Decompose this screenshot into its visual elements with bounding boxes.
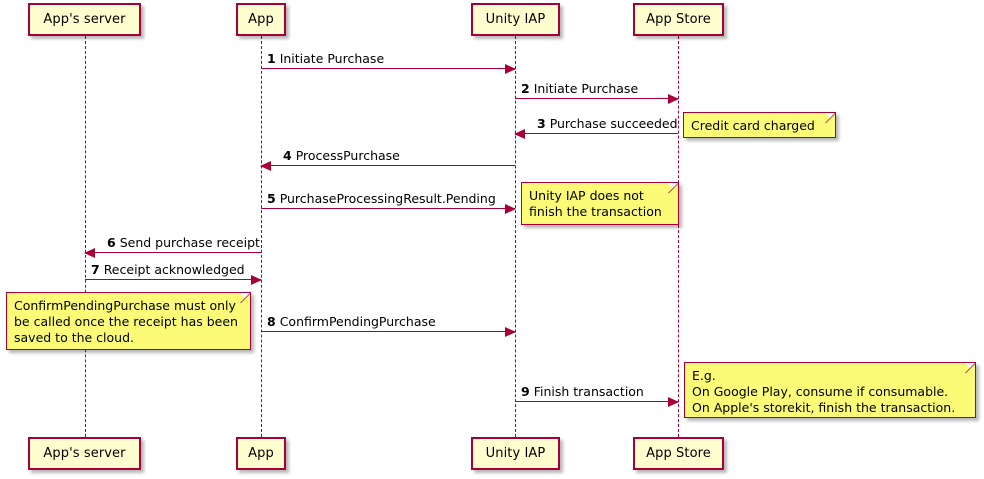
message-label: 6 Send purchase receipt [107, 234, 260, 250]
message-label: 5 PurchaseProcessingResult.Pending [267, 190, 496, 206]
message-text: Initiate Purchase [279, 50, 385, 66]
message-text: PurchaseProcessingResult.Pending [279, 190, 496, 206]
message-3-appstore-to-unityiap: 3 Purchase succeeded [514, 117, 678, 139]
message-number: 8 [267, 313, 276, 329]
message-text: Initiate Purchase [533, 80, 639, 96]
arrow-head-icon [251, 275, 262, 285]
note-text: ConfirmPendingPurchase must only be call… [14, 298, 238, 345]
participant-bottom-server[interactable]: App's server [28, 437, 141, 470]
note-fold-corner-icon [965, 363, 975, 373]
arrow-head-icon [668, 397, 679, 407]
participant-bottom-appstore[interactable]: App Store [633, 437, 724, 470]
message-label: 8 ConfirmPendingPurchase [267, 313, 436, 329]
message-text: Finish transaction [533, 383, 644, 399]
message-label: 7 Receipt acknowledged [91, 261, 245, 277]
message-label: 1 Initiate Purchase [267, 50, 385, 66]
note-fold-corner-icon [825, 113, 835, 123]
participant-top-appstore[interactable]: App Store [633, 3, 724, 36]
message-7-server-to-app: 7 Receipt acknowledged [85, 263, 262, 285]
message-number: 1 [267, 50, 276, 66]
arrow-head-icon [505, 327, 516, 337]
message-number: 2 [521, 80, 530, 96]
message-number: 4 [283, 147, 292, 163]
message-number: 3 [537, 115, 546, 131]
participant-top-unityiap[interactable]: Unity IAP [471, 3, 560, 36]
participant-bottom-unityiap[interactable]: Unity IAP [471, 437, 560, 470]
message-2-unityiap-to-appstore: 2 Initiate Purchase [515, 82, 679, 104]
message-9-unityiap-to-appstore: 9 Finish transaction [515, 385, 679, 407]
note-text: E.g. On Google Play, consume if consumab… [692, 368, 956, 415]
participant-top-server[interactable]: App's server [28, 3, 141, 36]
message-text: ProcessPurchase [295, 147, 400, 163]
note-text: Credit card charged [691, 118, 815, 133]
arrow-head-icon [668, 94, 679, 104]
lifeline-unityiap [515, 36, 516, 437]
arrow-head-icon [505, 64, 516, 74]
message-number: 7 [91, 261, 100, 277]
participant-bottom-app[interactable]: App [236, 437, 286, 470]
arrow-head-icon [84, 248, 95, 258]
message-6-app-to-server: 6 Send purchase receipt [84, 236, 261, 258]
note-credit-card-charged: Credit card charged [683, 112, 836, 138]
participant-top-app[interactable]: App [236, 3, 286, 36]
message-text: Purchase succeeded [549, 115, 678, 131]
message-label: 2 Initiate Purchase [521, 80, 639, 96]
note-confirm-pending-purchase: ConfirmPendingPurchase must only be call… [6, 292, 251, 350]
message-number: 6 [107, 234, 116, 250]
message-5-app-to-unityiap: 5 PurchaseProcessingResult.Pending [261, 192, 516, 214]
message-4-unityiap-to-app: 4 ProcessPurchase [260, 149, 515, 171]
arrow-head-icon [505, 204, 516, 214]
message-label: 4 ProcessPurchase [283, 147, 400, 163]
lifeline-server [85, 36, 86, 437]
message-label: 3 Purchase succeeded [537, 115, 678, 131]
note-fold-corner-icon [240, 293, 250, 303]
message-text: ConfirmPendingPurchase [279, 313, 436, 329]
message-number: 5 [267, 190, 276, 206]
message-8-app-to-unityiap: 8 ConfirmPendingPurchase [261, 315, 516, 337]
arrow-head-icon [260, 161, 271, 171]
arrow-head-icon [514, 129, 525, 139]
message-number: 9 [521, 383, 530, 399]
message-1-app-to-unityiap: 1 Initiate Purchase [261, 52, 516, 74]
lifeline-app [261, 36, 262, 437]
message-label: 9 Finish transaction [521, 383, 644, 399]
message-text: Receipt acknowledged [103, 261, 245, 277]
message-text: Send purchase receipt [119, 234, 260, 250]
note-fold-corner-icon [668, 183, 678, 193]
lifeline-appstore [678, 36, 679, 437]
note-text: Unity IAP does not finish the transactio… [529, 188, 662, 219]
note-unity-iap-pending: Unity IAP does not finish the transactio… [521, 182, 679, 225]
note-finish-transaction-examples: E.g. On Google Play, consume if consumab… [684, 362, 976, 418]
